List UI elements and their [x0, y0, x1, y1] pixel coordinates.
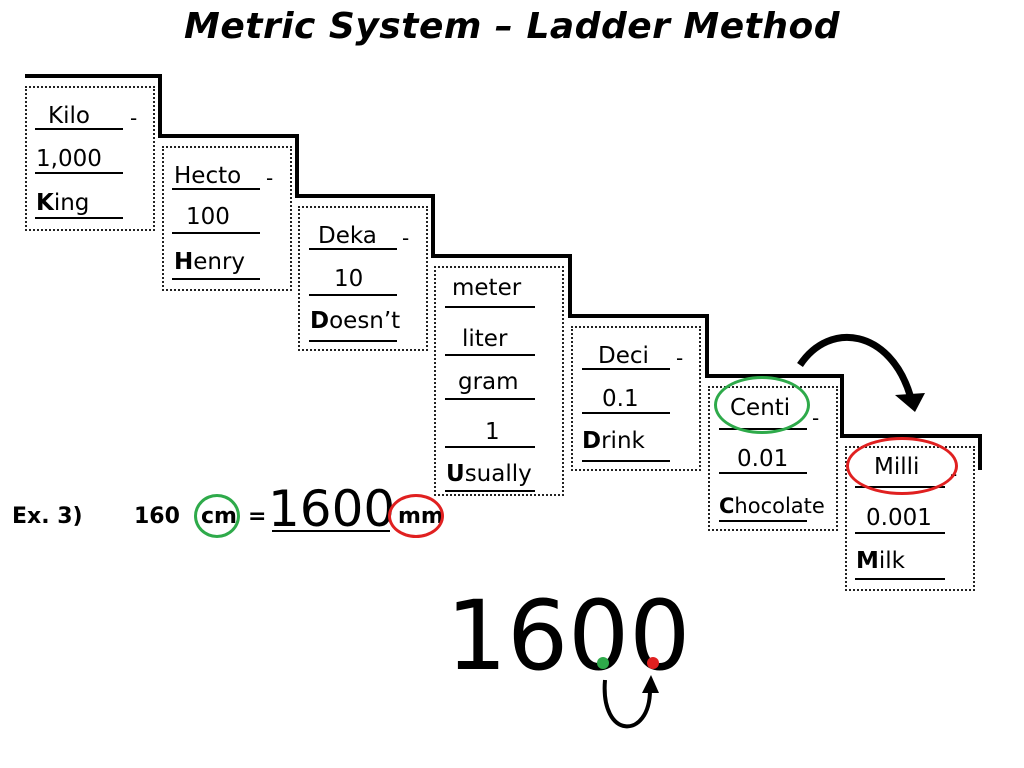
- example-label: Ex. 3): [12, 504, 83, 529]
- base-unit-gram: gram: [458, 369, 519, 395]
- value-kilo: 1,000: [36, 146, 102, 172]
- dash: -: [812, 406, 820, 430]
- value-centi: 0.01: [737, 446, 789, 472]
- worked-result: 1600: [446, 580, 691, 692]
- step-box-hecto: [162, 146, 292, 291]
- dash: -: [130, 106, 138, 130]
- mnemonic-milli: Milk: [856, 548, 905, 574]
- value-deci: 0.1: [602, 386, 639, 412]
- step-box-deka: [298, 206, 428, 351]
- base-unit-liter: liter: [462, 326, 508, 352]
- value-milli: 0.001: [866, 505, 932, 531]
- example-equals: =: [248, 504, 267, 529]
- given-unit-circle: [194, 494, 240, 538]
- prefix-deci: Deci: [598, 343, 649, 369]
- value-deka: 10: [334, 266, 364, 292]
- mnemonic-kilo: King: [36, 190, 90, 216]
- answer-unit-circle: [388, 494, 444, 538]
- example-given-value: 160: [134, 504, 180, 529]
- base-unit-meter: meter: [452, 275, 522, 301]
- step-box-base: [434, 266, 564, 496]
- page-title: Metric System – Ladder Method: [184, 6, 840, 47]
- dash: -: [266, 166, 274, 190]
- prefix-deka: Deka: [318, 223, 377, 249]
- mnemonic-hecto: Henry: [174, 249, 246, 275]
- step-box-deci: [571, 326, 701, 471]
- mnemonic-base: Usually: [446, 461, 532, 487]
- example-answer: 1600: [268, 480, 396, 538]
- dash: -: [676, 346, 684, 370]
- value-hecto: 100: [186, 204, 230, 230]
- value-base: 1: [485, 419, 500, 445]
- mnemonic-centi: Chocolate: [719, 494, 825, 518]
- milli-highlight-circle: [846, 437, 958, 495]
- prefix-kilo: Kilo: [48, 103, 90, 129]
- step-box-kilo: [25, 86, 155, 231]
- centi-highlight-circle: [714, 376, 810, 434]
- mnemonic-deka: Doesn’t: [310, 308, 401, 334]
- dash: -: [402, 226, 410, 250]
- mnemonic-deci: Drink: [582, 428, 645, 454]
- decimal-point-original: [597, 657, 609, 669]
- prefix-hecto: Hecto: [174, 163, 242, 189]
- decimal-point-moved: [647, 657, 659, 669]
